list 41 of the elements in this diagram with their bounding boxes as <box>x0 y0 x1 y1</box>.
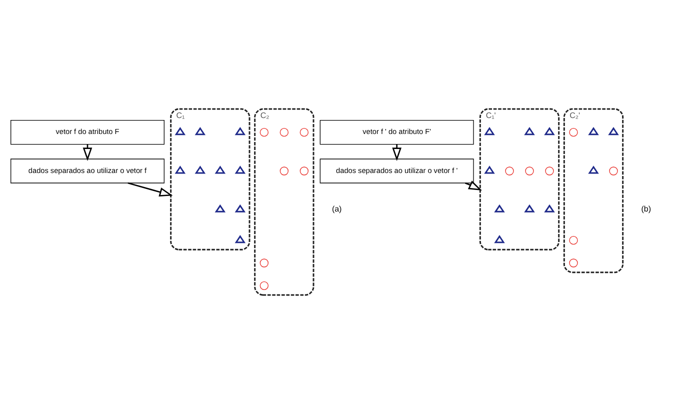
node-circle <box>569 128 578 136</box>
node-box: vetor f do atributo F <box>10 120 164 144</box>
node-circle <box>609 166 618 175</box>
node-circle <box>300 128 308 136</box>
node-triangle <box>588 126 599 135</box>
node-triangle <box>234 234 246 243</box>
node-triangle <box>544 204 555 212</box>
node-triangle <box>214 165 226 174</box>
node-triangle <box>194 126 206 135</box>
node-triangle <box>174 165 186 174</box>
arrow <box>128 182 173 196</box>
node-triangle <box>484 165 495 174</box>
node-triangle <box>524 126 535 135</box>
node-circle <box>545 166 554 175</box>
node-triangle <box>234 126 246 135</box>
node-triangle <box>194 165 206 174</box>
node-box: dados separados ao utilizar o vetor f ' <box>320 158 474 183</box>
node-triangle <box>234 204 246 212</box>
node-triangle <box>214 204 226 212</box>
node-triangle <box>544 126 555 135</box>
node-circle <box>525 166 534 175</box>
node-circle <box>505 166 514 175</box>
node-triangle <box>588 165 599 174</box>
node-circle <box>260 128 268 136</box>
arrow <box>392 144 402 161</box>
node-triangle <box>494 204 505 212</box>
node-triangle <box>524 204 535 212</box>
node-box: vetor f ' do atributo F' <box>320 120 474 144</box>
node-box: dados separados ao utilizar o vetor f <box>10 158 164 183</box>
node-circle <box>280 128 288 136</box>
node-triangle <box>174 126 186 135</box>
node-triangle <box>494 234 505 243</box>
node-circle <box>260 258 268 267</box>
node-circle <box>569 258 578 267</box>
node-triangle <box>234 165 246 174</box>
node-circle <box>260 280 268 290</box>
node-circle <box>300 166 308 175</box>
node-circle <box>569 236 578 244</box>
node-circle <box>280 166 288 175</box>
node-triangle <box>608 126 619 135</box>
node-triangle <box>484 126 495 135</box>
